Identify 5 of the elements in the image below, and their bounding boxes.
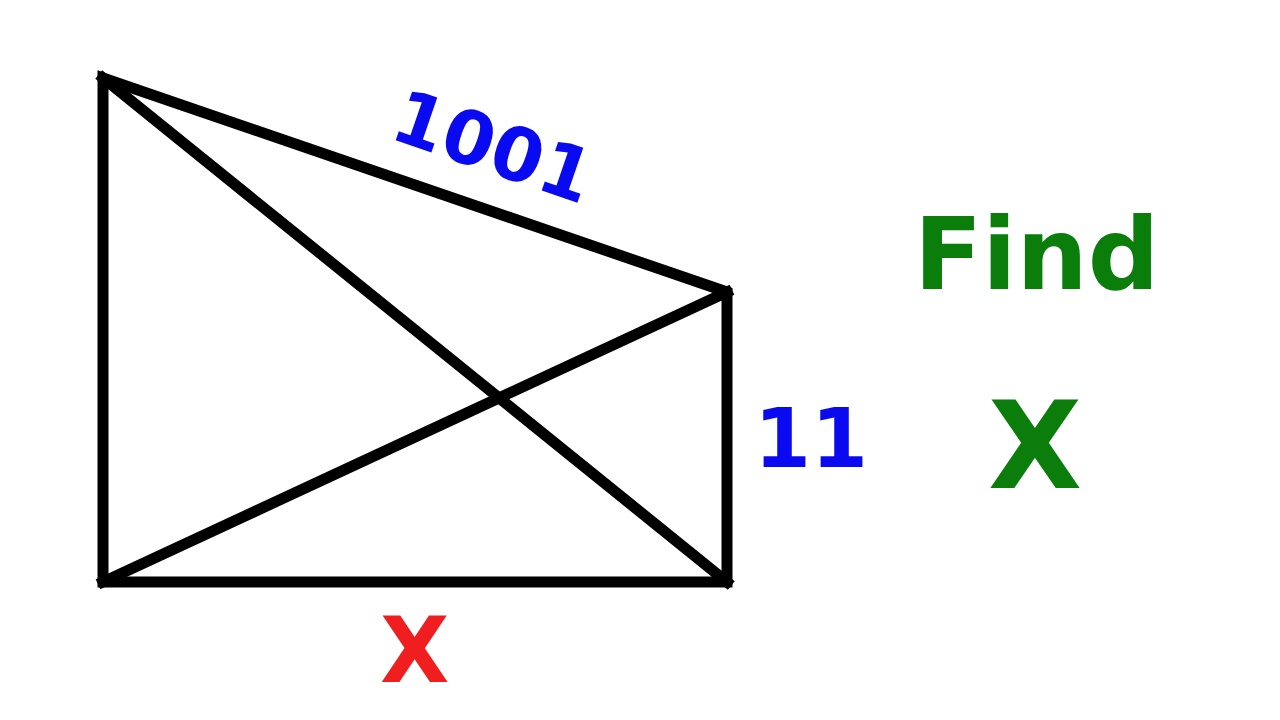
dimension-label: 1001 — [383, 78, 603, 216]
dimension-label: X — [380, 606, 450, 696]
dimension-label: 11 — [754, 398, 869, 480]
unknown-variable: X — [988, 385, 1083, 507]
instruction-text: Find — [914, 205, 1160, 305]
